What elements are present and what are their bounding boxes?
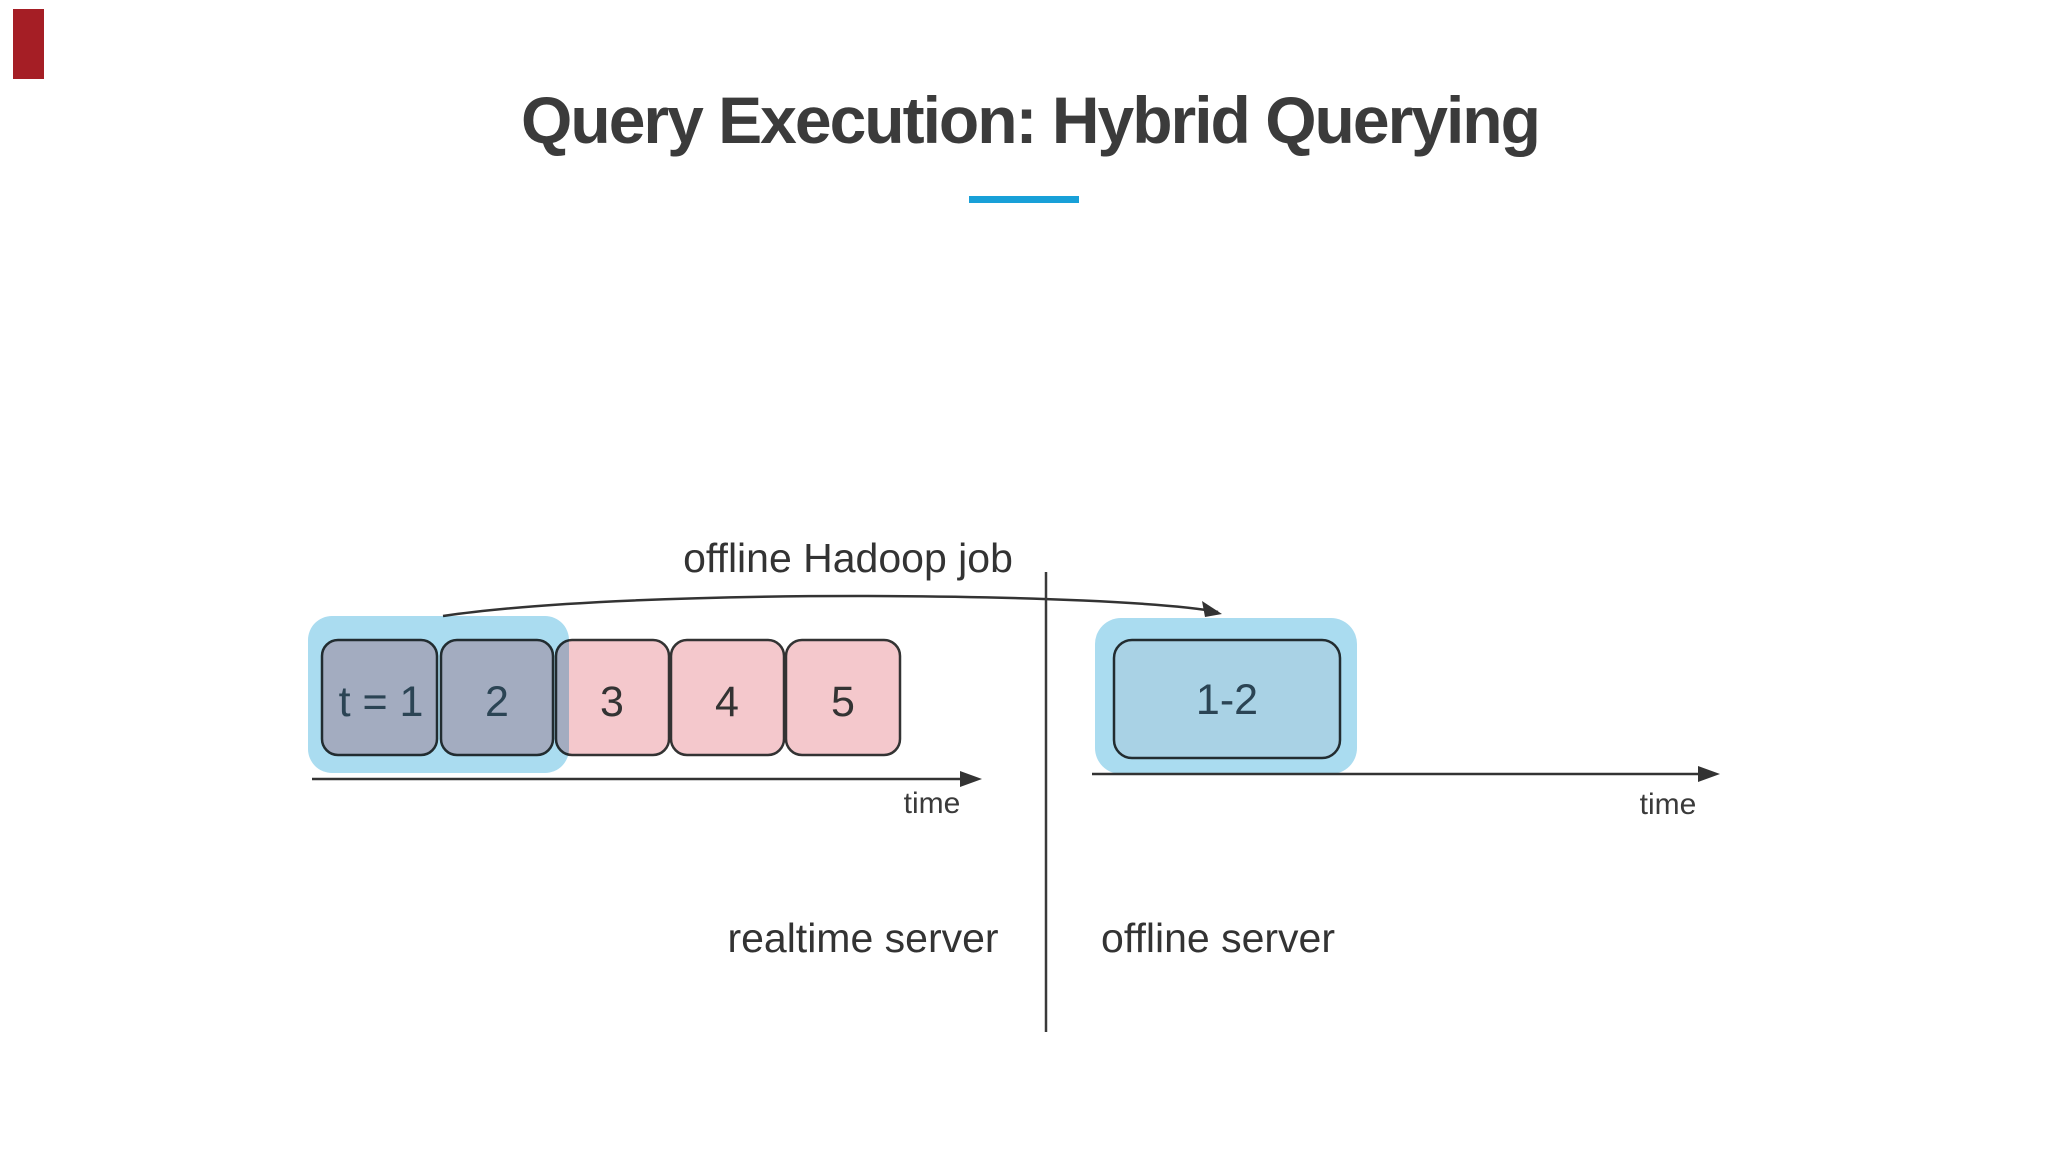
segment-label-5: 5	[831, 678, 855, 726]
offline-time-axis: time	[1092, 766, 1720, 821]
offline-query-highlight	[1095, 618, 1357, 774]
segment-box-4	[669, 638, 786, 757]
title-underline	[969, 196, 1079, 203]
realtime-server-label: realtime server	[727, 915, 998, 961]
realtime-query-highlight	[308, 616, 569, 773]
segment-label-2: 2	[485, 678, 509, 726]
segment-label-t1: t = 1	[339, 678, 424, 726]
realtime-axis-arrowhead-icon	[960, 771, 982, 787]
realtime-time-axis: time	[312, 771, 982, 820]
page-title: Query Execution: Hybrid Querying	[521, 83, 1539, 157]
segment-label-3: 3	[600, 678, 624, 726]
hadoop-job-arrow	[442, 594, 1222, 618]
hadoop-job-arrowhead-icon	[1202, 601, 1222, 617]
offline-server-label: offline server	[1101, 915, 1335, 961]
segment-label-4: 4	[715, 678, 739, 726]
red-accent-bar	[13, 9, 44, 79]
offline-axis-label: time	[1640, 788, 1697, 821]
realtime-axis-label: time	[904, 787, 961, 820]
offline-axis-arrowhead-icon	[1698, 766, 1720, 782]
hadoop-job-label: offline Hadoop job	[683, 535, 1013, 581]
realtime-segment-labels: t = 1 2 3 4 5	[339, 678, 855, 726]
hadoop-job-arrow-curve	[442, 594, 1219, 618]
segment-box-5	[784, 638, 902, 757]
offline-segment-label: 1-2	[1196, 676, 1258, 724]
